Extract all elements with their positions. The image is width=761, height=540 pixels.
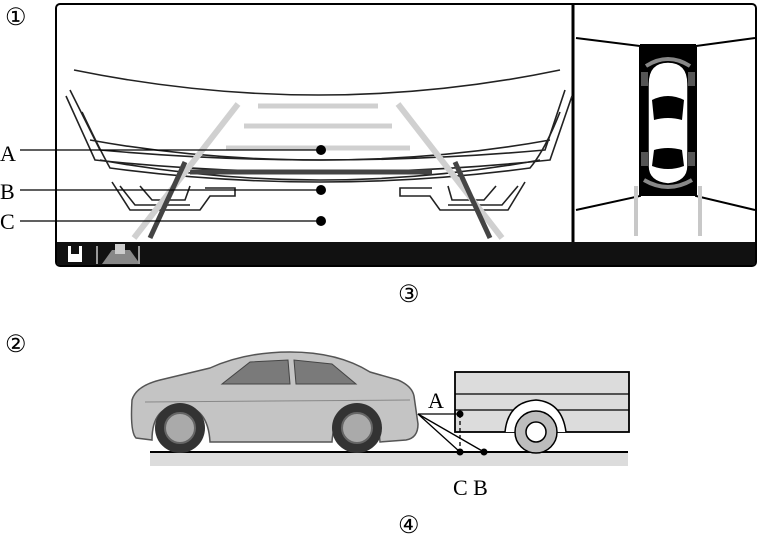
top-view-panel <box>575 37 756 236</box>
camera-view-icon <box>68 246 98 264</box>
label-b: B <box>0 179 15 204</box>
marker-2: ② <box>5 332 27 358</box>
label-c: C <box>0 209 15 234</box>
side-point-c <box>456 448 464 456</box>
trailer <box>454 371 630 454</box>
point-b <box>316 185 326 195</box>
ground <box>150 452 628 466</box>
wide-view-icon <box>102 244 140 264</box>
marker-3: ③ <box>398 282 420 308</box>
marker-1: ① <box>5 5 27 31</box>
side-point-b <box>480 448 488 456</box>
point-a <box>316 145 326 155</box>
marker-4: ④ <box>398 513 420 539</box>
side-label-a: A <box>428 388 444 413</box>
point-c <box>316 216 326 226</box>
side-label-cb: C B <box>453 475 488 500</box>
sedan-car <box>130 351 419 453</box>
label-a: A <box>0 141 16 166</box>
camera-rays <box>417 413 485 453</box>
leader-lines-top <box>20 149 320 222</box>
side-point-a <box>456 410 464 418</box>
rear-camera-view <box>55 3 757 267</box>
